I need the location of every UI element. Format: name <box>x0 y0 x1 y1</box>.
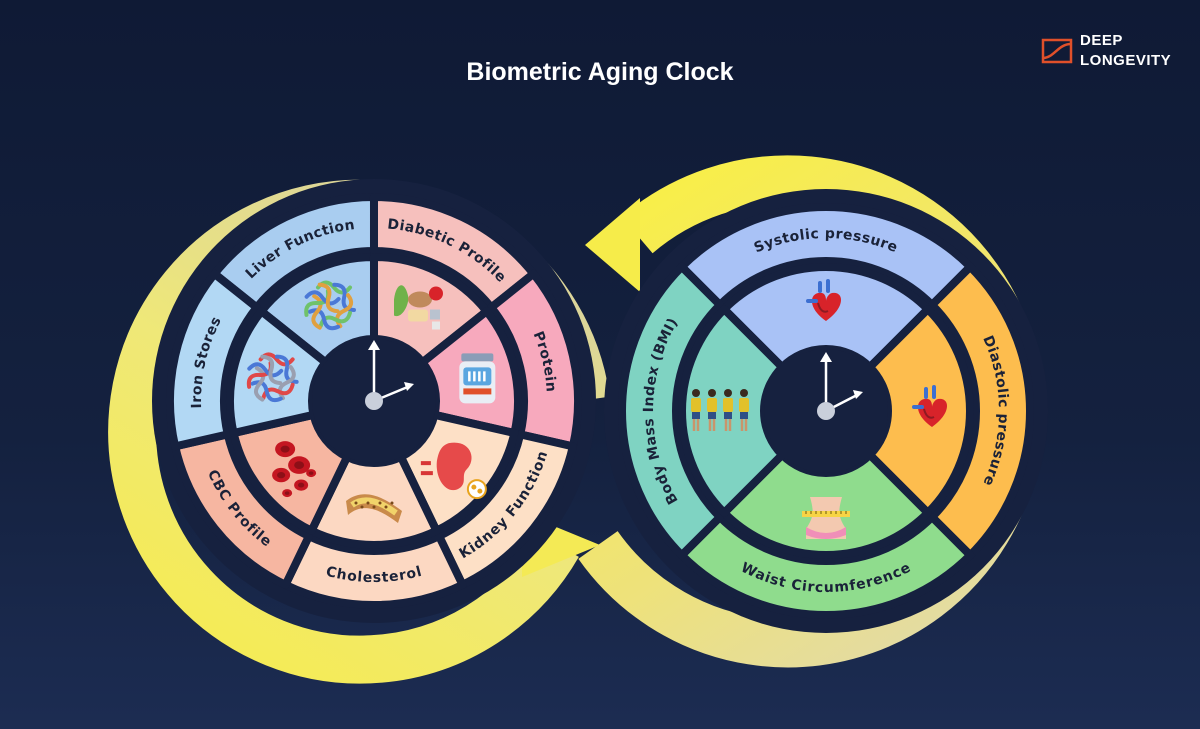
right-segment-outer-body-mass-index-bmi <box>618 262 724 560</box>
protein-jar-icon <box>459 353 496 404</box>
left-segment-iron-stores: Iron Stores <box>166 269 330 451</box>
food-icon <box>393 285 443 330</box>
right-hour-hand-tip <box>820 352 832 362</box>
kidney-icon <box>420 442 487 500</box>
right-clock-pivot <box>817 402 835 420</box>
brand-logo: DEEP LONGEVITY <box>1040 30 1190 74</box>
waist-icon <box>802 497 850 539</box>
left-minute-hand-tip <box>404 382 414 391</box>
blood-cells-icon <box>272 441 317 498</box>
left-segment-outer-iron-stores <box>166 269 261 451</box>
left-label-cholesterol: Cholesterol <box>324 564 424 586</box>
left-clock-pivot <box>365 392 383 410</box>
page-title: Biometric Aging Clock <box>466 58 734 86</box>
right-segment-systolic-pressure: Systolic pressure <box>677 203 975 372</box>
brand-name-line1: DEEP <box>1080 32 1123 49</box>
heart-icon <box>912 385 948 427</box>
right-minute-hand-tip <box>853 390 863 399</box>
brand-name-line2: LONGEVITY <box>1080 52 1172 69</box>
protein-structure-icon <box>304 280 356 331</box>
right-loop-arrowhead <box>585 198 640 292</box>
heart-icon <box>806 279 842 321</box>
left-segment-cholesterol: Cholesterol <box>281 452 467 609</box>
left-segment-protein: Protein <box>418 269 582 451</box>
brand-mark-icon <box>1041 38 1073 64</box>
left-hour-hand-tip <box>368 340 380 350</box>
right-segment-body-mass-index-bmi: Body Mass Index (BMI) <box>618 262 787 560</box>
people-icon <box>691 389 749 431</box>
artery-icon <box>346 494 403 523</box>
molecule-icon <box>246 352 299 403</box>
